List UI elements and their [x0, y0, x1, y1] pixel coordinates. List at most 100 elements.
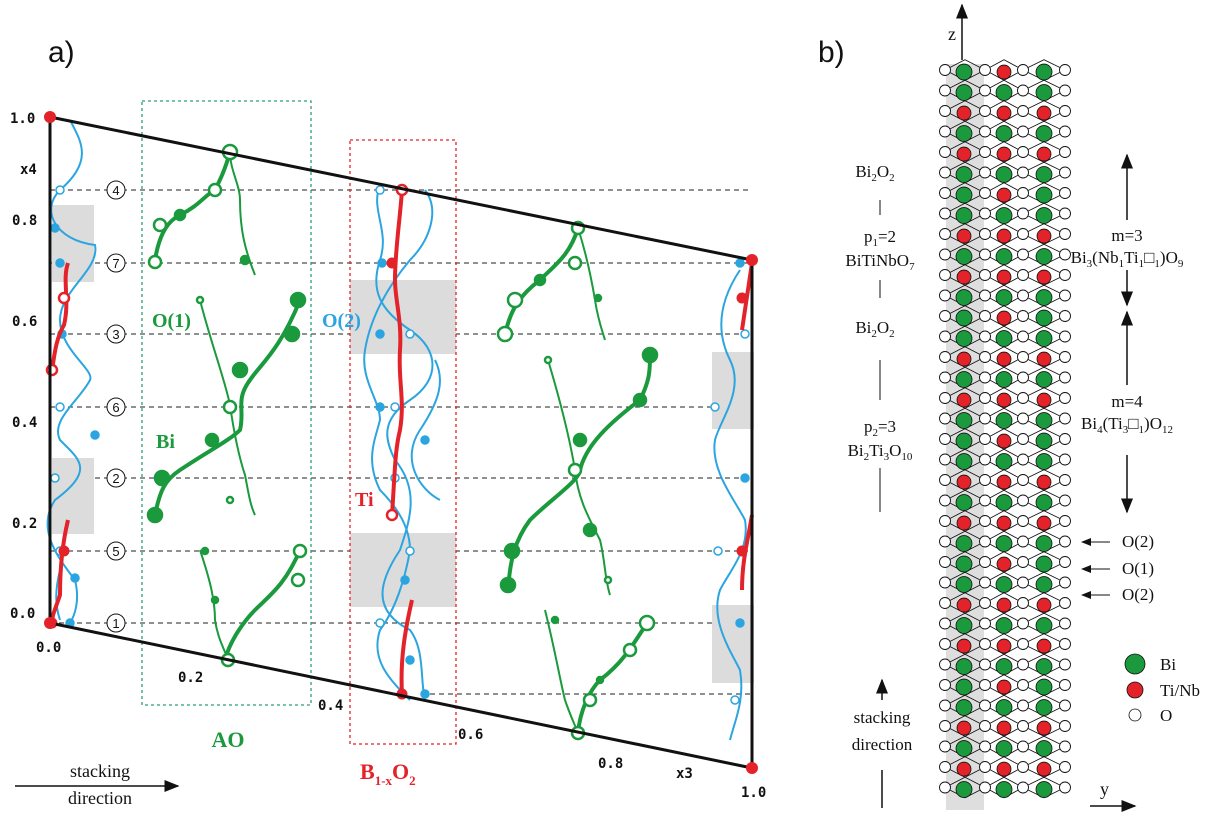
o-atom	[939, 228, 951, 240]
ytick-label: 0.2	[12, 516, 37, 532]
right-annotations: m=3 Bi3(Nb1Ti1□1)O9 m=4 Bi4(Ti3□1)O12 O(…	[1071, 226, 1184, 604]
o-atom	[979, 740, 991, 753]
bi-label: Bi	[156, 431, 175, 453]
x-tick-labels: 0.0 0.2 0.4 0.6 0.8 1.0 x3	[36, 640, 766, 801]
bi-atom	[1035, 207, 1053, 224]
o-atom	[979, 679, 991, 691]
o-atom	[1059, 105, 1071, 117]
o-atom	[939, 494, 951, 507]
o-atom	[979, 576, 991, 589]
bi-atom	[995, 617, 1013, 634]
legend: Bi Ti/Nb O	[1124, 653, 1200, 725]
bi-atom	[641, 346, 659, 364]
o-atom	[939, 576, 951, 589]
o-atom	[1017, 330, 1029, 343]
ti-atom	[58, 545, 70, 557]
o-atom	[979, 617, 991, 630]
ti-nb-atom	[1036, 228, 1052, 244]
ti-nb-atom	[996, 310, 1012, 326]
oxygen-atom	[740, 473, 750, 483]
o-atom	[979, 515, 991, 527]
bi-atom	[1035, 371, 1053, 388]
oxygen-atom	[90, 430, 100, 440]
oxygen-atom	[400, 575, 410, 585]
bi-atom	[231, 361, 249, 379]
o-atom	[939, 125, 951, 138]
bi-atom	[283, 325, 301, 343]
o-atom	[1017, 494, 1029, 507]
y-axis-name: x4	[20, 162, 37, 178]
bi-atom	[995, 289, 1013, 306]
bi-atom	[543, 355, 553, 365]
bi-atom	[955, 412, 973, 429]
o-atom	[1017, 412, 1029, 425]
bi-atom	[195, 295, 205, 305]
bi-atom	[955, 166, 973, 183]
bi-atom	[955, 453, 973, 470]
ti-atom	[386, 257, 398, 269]
o-atom	[939, 474, 951, 486]
o-atom	[979, 638, 991, 650]
bi-atom	[200, 546, 210, 556]
bi-atom	[1035, 555, 1053, 573]
m4-label: m=4	[1111, 392, 1143, 411]
oxygen-atom	[55, 185, 65, 195]
o-atom	[979, 269, 991, 281]
o-atom	[939, 535, 951, 548]
o-atom	[979, 351, 991, 363]
o-atom	[1017, 289, 1029, 302]
xtick-label: 1.0	[741, 785, 766, 801]
bi-atom	[1035, 432, 1053, 450]
bi-atom	[582, 522, 598, 538]
o-atom	[939, 638, 951, 650]
o-atom	[939, 740, 951, 753]
o-atom	[1059, 658, 1071, 671]
o-atom	[1059, 433, 1071, 445]
bi-atom	[1035, 740, 1053, 757]
oxygen-atom	[375, 402, 385, 412]
o-atom	[939, 515, 951, 527]
o-atom	[939, 64, 951, 76]
bi-atom	[955, 84, 973, 101]
circled-number: 4	[106, 180, 126, 200]
o-atom	[1017, 371, 1029, 384]
o-atom	[1059, 761, 1071, 773]
oxygen-atom	[50, 473, 60, 483]
y-axis-label: y	[1100, 779, 1109, 799]
oxygen-atom	[405, 655, 415, 665]
oxygen-atom	[713, 546, 723, 556]
o-atom	[979, 535, 991, 548]
o-atom	[1017, 679, 1029, 691]
bi-atom	[955, 617, 973, 634]
oxygen-atom	[375, 329, 385, 339]
o-atom	[1017, 535, 1029, 548]
bi-atom	[1035, 63, 1053, 81]
o-atom	[1059, 699, 1071, 712]
frame-corner-dots	[44, 111, 758, 774]
o-atom	[1059, 228, 1071, 240]
p2-label: p2=3	[864, 417, 896, 439]
o-atom	[939, 617, 951, 630]
bi-atom	[995, 412, 1013, 429]
circled-number-text: 7	[112, 256, 119, 271]
legend-ti: Ti/Nb	[1160, 681, 1200, 700]
o-atom	[979, 433, 991, 445]
ti-atom-open	[57, 291, 71, 305]
bi-atom	[995, 699, 1013, 716]
ytick-label: 0.0	[10, 606, 35, 622]
o-atom	[1017, 146, 1029, 158]
ti-nb-atom	[996, 638, 1012, 654]
bi-atom	[955, 186, 973, 204]
o-atom	[1059, 125, 1071, 138]
bi-atom	[1035, 330, 1053, 347]
o-atom	[1017, 105, 1029, 117]
oxygen-atom	[55, 258, 65, 268]
circled-number-text: 1	[112, 616, 119, 631]
bi-atom	[995, 781, 1013, 798]
ti-nb-atom	[1036, 515, 1052, 531]
bi-atom	[207, 182, 223, 198]
o-atom	[939, 289, 951, 302]
bi-atom	[1035, 412, 1053, 429]
bi-atom	[995, 166, 1013, 183]
